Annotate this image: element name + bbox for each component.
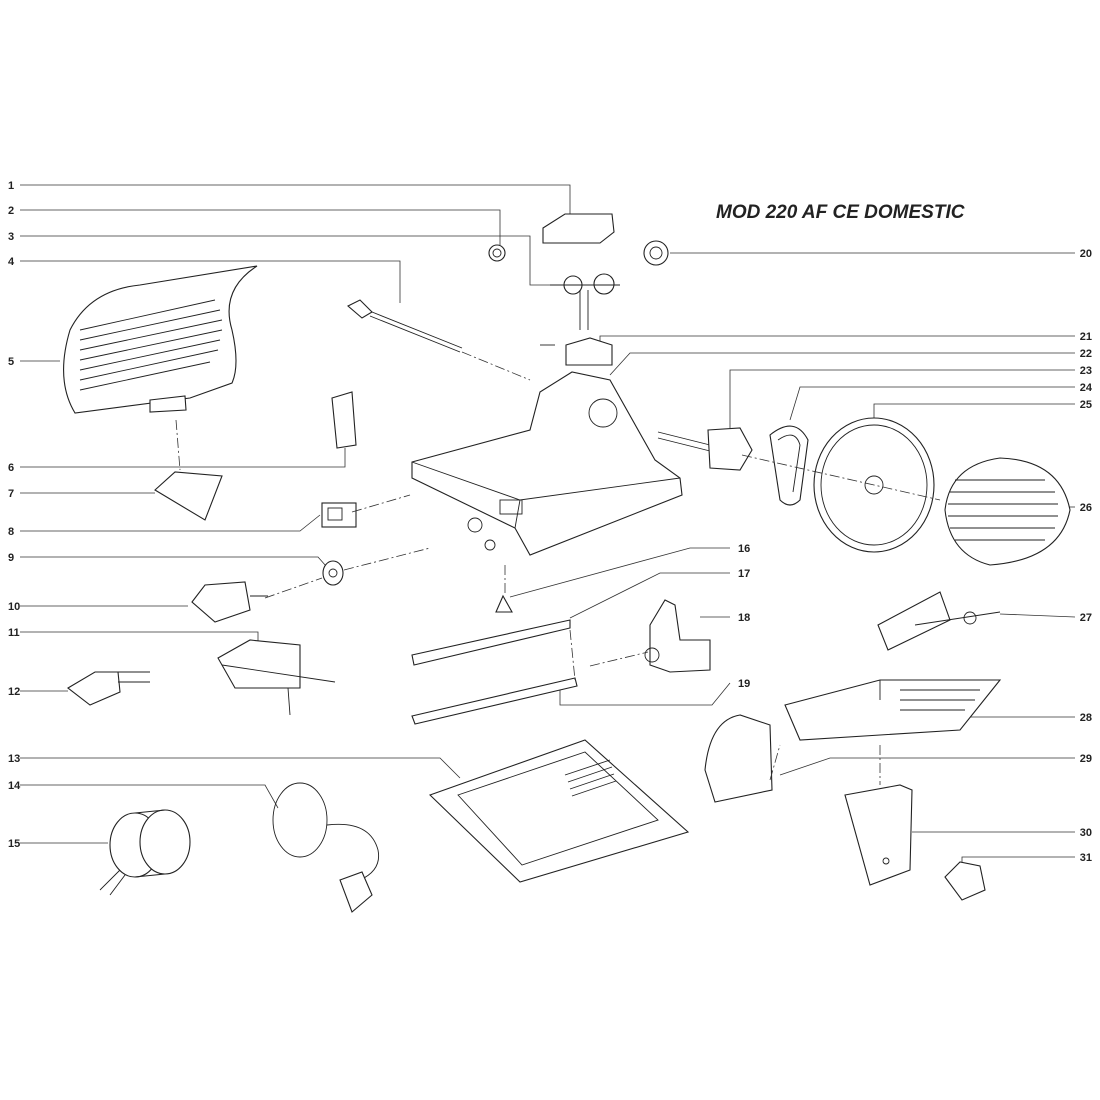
part-28-tray xyxy=(784,679,1002,741)
part-31-nut xyxy=(944,861,986,901)
callout-label-14: 14 xyxy=(8,780,21,792)
callout-label-18: 18 xyxy=(738,612,750,624)
part-5-blade-guard xyxy=(63,265,258,414)
callout-label-22: 22 xyxy=(1080,348,1092,360)
callout-label-28: 28 xyxy=(1080,712,1092,724)
callout-label-16: 16 xyxy=(738,543,750,555)
leader-line-13 xyxy=(20,757,461,779)
callout-label-9: 9 xyxy=(8,552,14,564)
callout-label-3: 3 xyxy=(8,231,14,243)
leader-line-9 xyxy=(20,556,327,567)
callout-label-20: 20 xyxy=(1080,248,1092,260)
leader-line-2 xyxy=(20,209,501,245)
part-3-adjuster xyxy=(550,273,620,330)
leader-line-21 xyxy=(599,335,1075,345)
callout-label-4: 4 xyxy=(8,256,15,268)
leader-line-23 xyxy=(729,369,1075,428)
leader-line-14 xyxy=(20,784,279,809)
part-2-knob xyxy=(488,244,506,262)
leader-line-31 xyxy=(961,856,1075,865)
callout-label-7: 7 xyxy=(8,488,14,500)
callout-label-2: 2 xyxy=(8,205,14,217)
part-10-knob xyxy=(191,581,268,623)
callout-label-26: 26 xyxy=(1080,502,1092,514)
part-30-pusher-arm xyxy=(844,784,913,886)
callout-label-30: 30 xyxy=(1080,827,1092,839)
leader-line-8 xyxy=(20,514,321,532)
callout-label-27: 27 xyxy=(1080,612,1092,624)
part-7-foot xyxy=(154,471,223,521)
callout-label-19: 19 xyxy=(738,678,750,690)
part-14-power-cord xyxy=(272,782,380,913)
leader-line-11 xyxy=(20,631,259,645)
part-20-washer xyxy=(643,240,669,266)
part-16-foot xyxy=(495,594,513,613)
part-6-bracket xyxy=(331,391,357,449)
callout-label-1: 1 xyxy=(8,180,14,192)
part-11-carriage xyxy=(217,639,336,716)
leader-line-29 xyxy=(779,757,1075,776)
part-18-carriage-bracket xyxy=(644,599,711,673)
leader-line-27 xyxy=(999,613,1076,618)
part-8-switch xyxy=(321,502,357,528)
callout-label-25: 25 xyxy=(1080,399,1092,411)
part-15-motor xyxy=(99,809,191,896)
part-13-base-plate xyxy=(428,739,690,883)
leader-line-22 xyxy=(609,352,1075,376)
part-9-bushing xyxy=(322,560,344,586)
callout-label-21: 21 xyxy=(1080,331,1092,343)
callout-label-24: 24 xyxy=(1080,382,1093,394)
diagram-title: MOD 220 AF CE DOMESTIC xyxy=(716,202,965,223)
part-4-rod xyxy=(347,299,463,353)
callout-label-29: 29 xyxy=(1080,753,1092,765)
part-26-blade-cover xyxy=(944,457,1071,566)
part-27-sharpener xyxy=(877,591,1001,651)
part-1-top-cover xyxy=(542,213,615,244)
callout-label-11: 11 xyxy=(8,627,20,639)
callout-labels: 1234567891011121314151617181920212223242… xyxy=(8,180,1093,864)
callout-label-31: 31 xyxy=(1080,852,1092,864)
callout-label-6: 6 xyxy=(8,462,14,474)
part-12-clip xyxy=(67,671,150,706)
leader-line-17 xyxy=(569,572,730,619)
callout-label-10: 10 xyxy=(8,601,20,613)
leader-line-1 xyxy=(20,184,571,214)
part-29-hand-guard xyxy=(704,714,773,803)
part-24-belt xyxy=(769,425,809,506)
callout-label-15: 15 xyxy=(8,838,20,850)
leader-line-4 xyxy=(20,260,401,303)
callout-label-17: 17 xyxy=(738,568,750,580)
leader-line-3 xyxy=(20,235,555,286)
part-21-block xyxy=(540,337,613,366)
part-23-motor-shaft xyxy=(657,427,753,471)
leader-line-6 xyxy=(20,448,346,468)
leader-lines xyxy=(20,184,1076,865)
callout-label-23: 23 xyxy=(1080,365,1092,377)
callout-label-12: 12 xyxy=(8,686,20,698)
leader-line-19 xyxy=(559,682,731,706)
callout-label-8: 8 xyxy=(8,526,14,538)
leader-line-16 xyxy=(509,547,730,598)
part-19-rod xyxy=(411,677,578,725)
callout-label-5: 5 xyxy=(8,356,14,368)
part-22-body xyxy=(411,371,683,556)
leader-line-25 xyxy=(873,403,1075,418)
leader-line-24 xyxy=(789,386,1075,421)
part-17-bar xyxy=(411,619,571,666)
callout-label-13: 13 xyxy=(8,753,20,765)
